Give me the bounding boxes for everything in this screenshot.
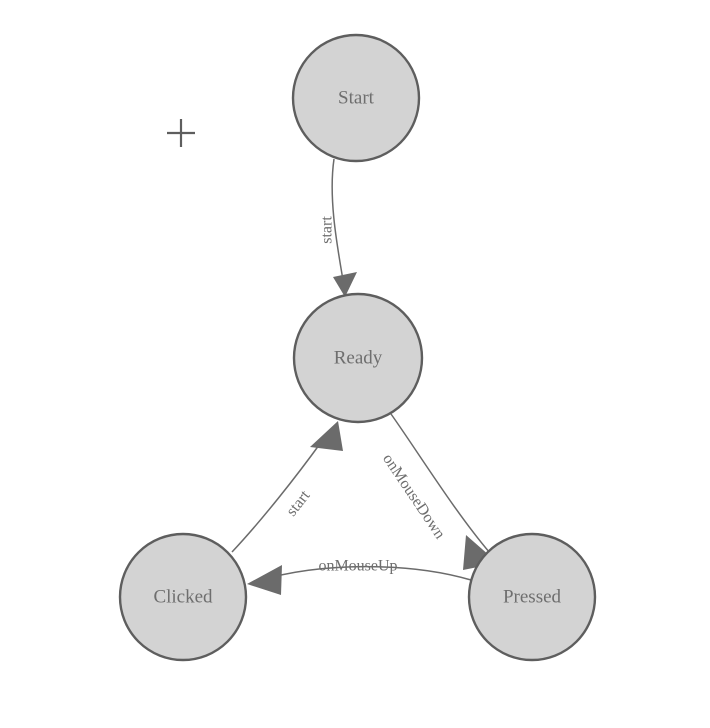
crosshair-icon	[167, 119, 195, 147]
edge-label-ready-to-pressed: onMouseDown	[379, 451, 448, 542]
node-start-circle[interactable]	[291, 33, 421, 163]
node-clicked-label: Clicked	[153, 586, 213, 607]
edge-path-start-to-ready	[331, 158, 345, 287]
node-clicked[interactable]: Clicked	[118, 532, 248, 662]
node-start-label: Start	[338, 87, 375, 108]
node-pressed[interactable]: Pressed	[467, 532, 597, 662]
node-pressed-circle[interactable]	[467, 532, 597, 662]
edge-path-clicked-to-ready	[231, 440, 323, 553]
edge-label-clicked-to-ready: start	[283, 487, 314, 520]
edge-clicked-to-ready[interactable]: start	[231, 421, 343, 553]
edge-start-to-ready[interactable]: start	[319, 158, 357, 297]
node-ready[interactable]: Ready	[292, 292, 424, 424]
node-ready-label: Ready	[334, 347, 383, 368]
arrowhead-into-clicked	[247, 565, 282, 595]
node-start[interactable]: Start	[291, 33, 421, 163]
edge-pressed-to-clicked[interactable]: onMouseUp	[247, 558, 472, 595]
edge-path-ready-to-pressed	[390, 413, 491, 554]
node-ready-circle[interactable]	[292, 292, 424, 424]
edge-label-pressed-to-clicked: onMouseUp	[318, 558, 397, 575]
node-clicked-circle[interactable]	[118, 532, 248, 662]
arrowhead-into-ready-from-clicked	[310, 421, 343, 451]
node-pressed-label: Pressed	[503, 586, 562, 607]
arrowhead-into-ready-from-start	[333, 272, 357, 297]
edge-ready-to-pressed[interactable]: onMouseDown	[379, 413, 498, 570]
edge-path-pressed-to-clicked	[257, 565, 472, 582]
edge-label-start-to-ready: start	[319, 216, 336, 244]
